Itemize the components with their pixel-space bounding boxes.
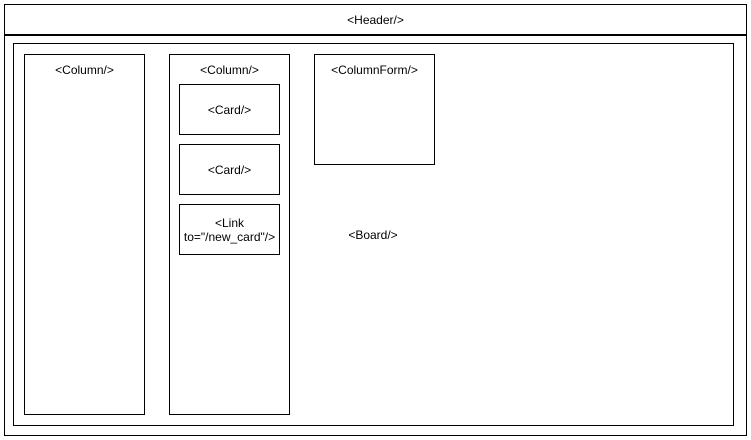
column-label-1: <Column/> [55, 63, 114, 77]
board-label: <Board/> [348, 228, 398, 242]
card-box-1: <Card/> [179, 84, 280, 135]
new-card-link-box[interactable]: <Link to="/new_card"/> [179, 204, 280, 255]
card-label-2: <Card/> [207, 162, 252, 177]
column-form-label: <ColumnForm/> [331, 63, 418, 77]
card-box-2: <Card/> [179, 144, 280, 195]
column-box-1: <Column/> [24, 54, 145, 415]
column-form-box: <ColumnForm/> [314, 54, 435, 165]
card-label-1: <Card/> [207, 102, 252, 117]
header-box: <Header/> [4, 4, 747, 35]
column-label-2: <Column/> [200, 63, 259, 77]
new-card-link-label: <Link to="/new_card"/> [183, 215, 276, 244]
header-label: <Header/> [347, 12, 404, 27]
